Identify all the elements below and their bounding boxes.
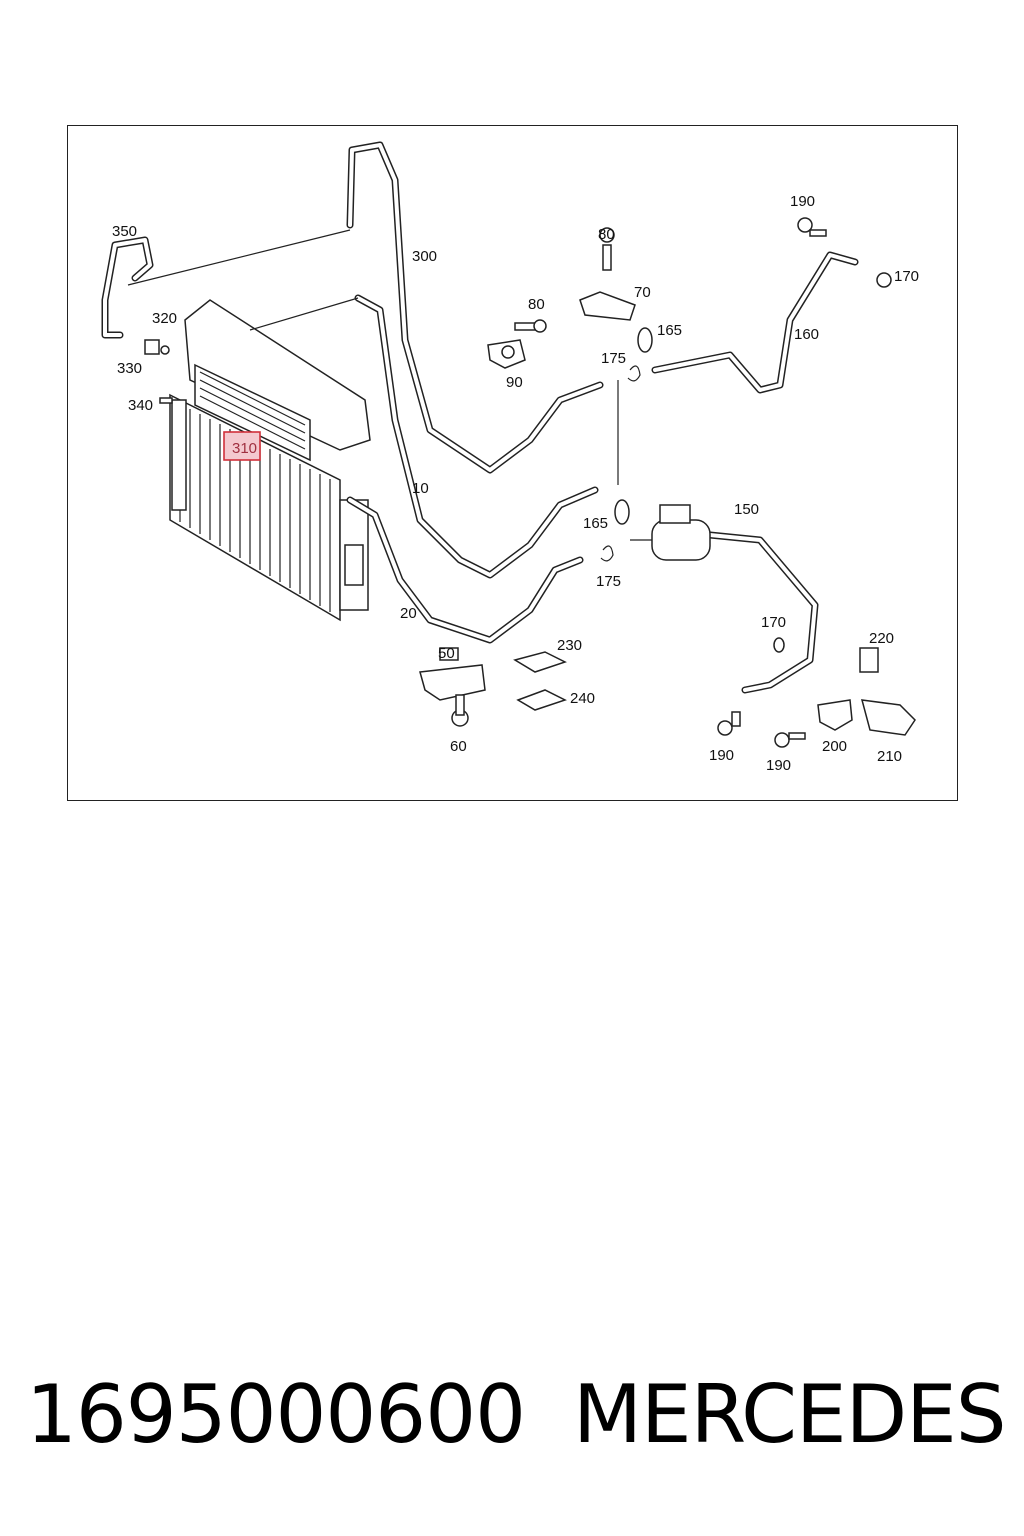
part-label-175-top: 175 (601, 350, 626, 367)
part-label-190-top: 190 (790, 193, 815, 210)
part-label-350: 350 (112, 223, 137, 240)
brand-name: MERCEDES (573, 1368, 1007, 1461)
part-label-310: 310 (232, 440, 257, 457)
product-caption: 1695000600 MERCEDES (0, 1368, 1024, 1468)
part-label-80-side: 80 (528, 296, 545, 313)
part-label-70: 70 (634, 284, 651, 301)
part-number: 1695000600 (26, 1368, 526, 1461)
part-label-190-bottom-right: 190 (766, 757, 791, 774)
small-parts (144, 217, 916, 748)
refrigerant-lines (101, 141, 859, 694)
part-label-160: 160 (794, 326, 819, 343)
part-label-340: 340 (128, 397, 153, 414)
part-label-10: 10 (412, 480, 429, 497)
part-label-170-top: 170 (894, 268, 919, 285)
part-label-330: 330 (117, 360, 142, 377)
part-label-320: 320 (152, 310, 177, 327)
condenser-assembly (169, 299, 371, 622)
highlighted-part-box (223, 431, 261, 461)
part-label-165-mid: 165 (583, 515, 608, 532)
part-label-80-top: 80 (598, 226, 615, 243)
part-label-190-bottom-left: 190 (709, 747, 734, 764)
part-label-200: 200 (822, 738, 847, 755)
part-label-230: 230 (557, 637, 582, 654)
part-label-50: 50 (438, 645, 455, 662)
part-label-150: 150 (734, 501, 759, 518)
part-label-60: 60 (450, 738, 467, 755)
part-label-165-top: 165 (657, 322, 682, 339)
part-label-220: 220 (869, 630, 894, 647)
part-label-20: 20 (400, 605, 417, 622)
part-labels: 350 320 330 340 310 300 10 20 80 70 80 9… (112, 193, 919, 774)
receiver-dryer (630, 504, 711, 561)
diagram-frame (67, 125, 958, 801)
part-label-170-bottom: 170 (761, 614, 786, 631)
part-label-210: 210 (877, 748, 902, 765)
part-label-90: 90 (506, 374, 523, 391)
part-label-300: 300 (412, 248, 437, 265)
part-label-175-mid: 175 (596, 573, 621, 590)
part-label-240: 240 (570, 690, 595, 707)
